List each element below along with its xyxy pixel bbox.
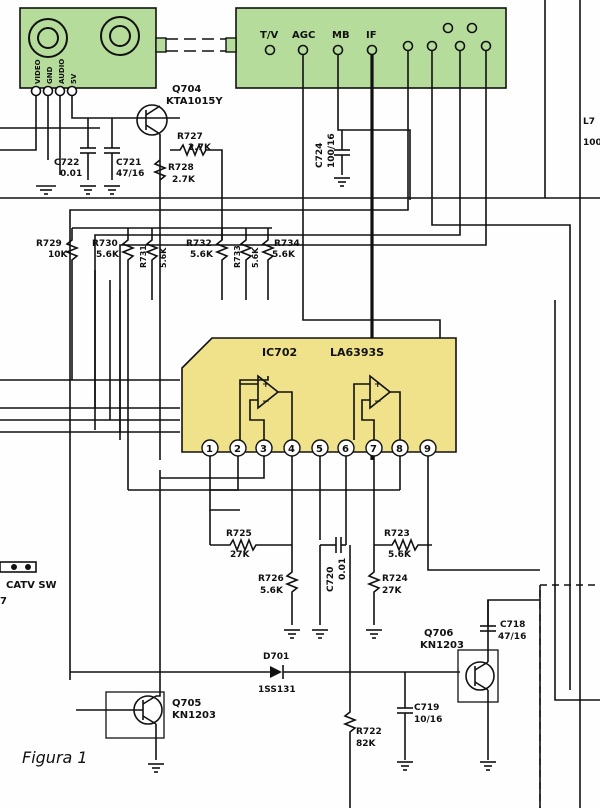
c718-ref: C718	[500, 620, 525, 630]
figure-caption: Figura 1	[22, 748, 88, 767]
r725-ref: R725	[226, 529, 252, 539]
r734-ref: R734	[274, 239, 300, 249]
r723-ref: R723	[384, 529, 410, 539]
c718-value: 47/16	[498, 632, 526, 642]
svg-text:+: +	[262, 380, 270, 390]
tuner-jack-left-a	[28, 18, 68, 58]
r731-ref: R731	[139, 245, 148, 268]
tuner-jack-left-b	[100, 16, 140, 56]
r723-value: 5.6K	[388, 550, 412, 560]
pin-label-if: IF	[366, 30, 377, 41]
pin-label-5v: 5V	[70, 73, 78, 84]
r727-ref: R727	[177, 132, 203, 142]
ic-pin-8: 8	[396, 444, 403, 455]
q705-ref: Q705	[172, 698, 201, 709]
c722-value: 0.01	[60, 169, 82, 179]
r724-ref: R724	[382, 574, 408, 584]
svg-text:−: −	[262, 397, 270, 407]
r727-value: 2.7K	[188, 143, 212, 153]
r724-value: 27K	[382, 586, 403, 596]
q704-ref: Q704	[172, 84, 201, 95]
c719-ref: C719	[414, 703, 439, 713]
pin-label-agc: AGC	[292, 30, 315, 41]
ic-pin-7: 7	[370, 444, 377, 455]
c724-ref: C724	[315, 143, 325, 168]
r725-value: 27K	[230, 550, 251, 560]
q706-part: KN1203	[420, 640, 464, 651]
svg-text:−: −	[374, 397, 382, 407]
ic-pin-9: 9	[424, 444, 431, 455]
ic-pin-1: 1	[206, 444, 213, 455]
transistor-q704	[136, 104, 168, 136]
r734-value: 5.6K	[272, 250, 296, 260]
r726-ref: R726	[258, 574, 284, 584]
q704-part: KTA1015Y	[166, 96, 223, 107]
ic-pin-6: 6	[342, 444, 349, 455]
q705-part: KN1203	[172, 710, 216, 721]
transistor-q706	[465, 661, 495, 691]
c719-value: 10/16	[414, 715, 442, 725]
q705-package	[105, 691, 165, 739]
r729-value: 10K	[48, 250, 69, 260]
r722-ref: R722	[356, 727, 382, 737]
r722-value: 82K	[356, 739, 377, 749]
c720-value: 0.01	[338, 558, 348, 580]
pin-label-audio: AUDIO	[58, 59, 66, 84]
r728-value: 2.7K	[172, 175, 196, 185]
c722-ref: C722	[54, 158, 79, 168]
r730-value: 5.6K	[96, 250, 120, 260]
r726-value: 5.6K	[260, 586, 284, 596]
edge-label-top-right-ref: L7	[583, 117, 595, 127]
svg-text:+: +	[374, 380, 382, 390]
ic-pin-3: 3	[260, 444, 267, 455]
ic-pin-5: 5	[316, 444, 323, 455]
ic-pin-2: 2	[234, 444, 241, 455]
pin-label-gnd: GND	[46, 66, 54, 84]
pin-label-video: VIDEO	[34, 59, 42, 84]
r732-ref: R732	[186, 239, 212, 249]
catv-switch-label: CATV SW	[6, 580, 57, 591]
ic702-body	[181, 337, 457, 453]
r731-value: 5.6K	[159, 247, 168, 268]
d701-part: 1SS131	[258, 685, 296, 695]
pin-label-mb: MB	[332, 30, 350, 41]
q706-package	[457, 649, 499, 703]
pin-label-tv: T/V	[260, 30, 278, 41]
r732-value: 5.6K	[190, 250, 214, 260]
c721-value: 47/16	[116, 169, 144, 179]
r733-ref: R733	[233, 245, 242, 268]
r728-ref: R728	[168, 163, 194, 173]
ic702-part: LA6393S	[330, 346, 384, 359]
c721-ref: C721	[116, 158, 141, 168]
c724-value: 100/16	[327, 133, 337, 168]
ic702-ref: IC702	[262, 346, 297, 359]
edge-label-left: 7	[0, 596, 7, 607]
q706-ref: Q706	[424, 628, 453, 639]
d701-ref: D701	[263, 652, 289, 662]
r729-ref: R729	[36, 239, 62, 249]
c720-ref: C720	[326, 567, 336, 592]
ic-pin-4: 4	[288, 444, 295, 455]
r733-value: 5.6K	[251, 247, 260, 268]
edge-label-top-right-value: 100	[583, 138, 600, 148]
r730-ref: R730	[92, 239, 118, 249]
